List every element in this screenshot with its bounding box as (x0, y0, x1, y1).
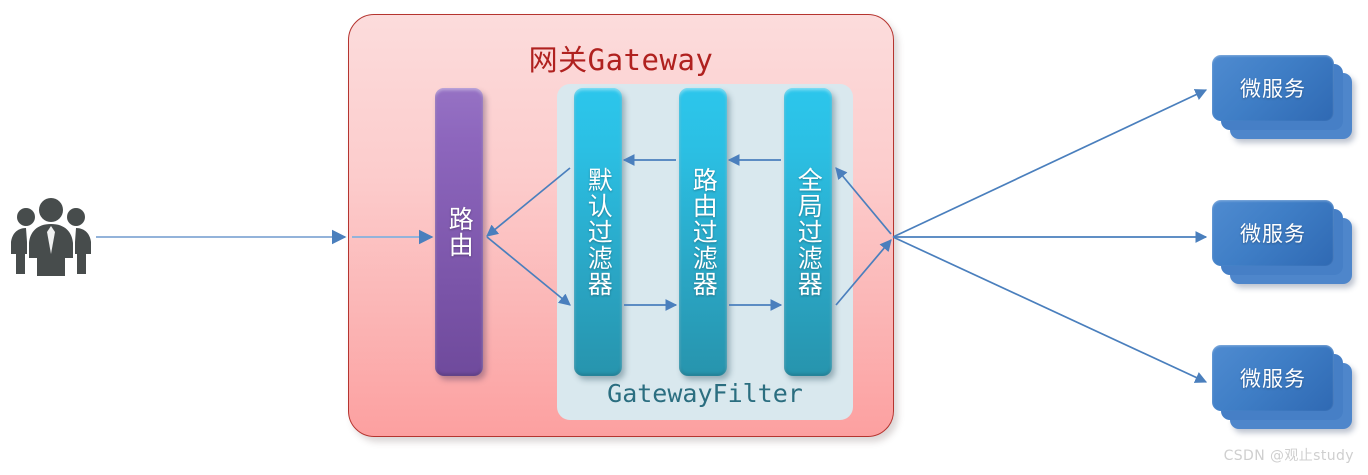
microservice-label: 微服务 (1240, 222, 1306, 246)
microservice-node-1[interactable]: 微服务 (1212, 55, 1352, 139)
global-filter-node[interactable]: 全局过滤器 (784, 88, 832, 376)
gatewayfilter-label: GatewayFilter (607, 379, 803, 408)
microservice-label: 微服务 (1240, 77, 1306, 101)
route-node-label: 路由 (445, 206, 475, 258)
route-filter-label: 路由过滤器 (689, 167, 719, 297)
global-filter-label: 全局过滤器 (794, 167, 824, 297)
watermark-text: CSDN @观止study (1223, 448, 1354, 464)
default-filter-label: 默认过滤器 (584, 167, 614, 297)
arrow-hub-to-microservice-1 (892, 89, 1208, 238)
users-group-icon (8, 192, 94, 278)
default-filter-node[interactable]: 默认过滤器 (574, 88, 622, 376)
card-stack-layer-front: 微服务 (1212, 55, 1334, 121)
card-stack-layer-front: 微服务 (1212, 345, 1334, 411)
microservice-label: 微服务 (1240, 367, 1306, 391)
route-node[interactable]: 路由 (435, 88, 483, 376)
microservice-node-2[interactable]: 微服务 (1212, 200, 1352, 284)
route-filter-node[interactable]: 路由过滤器 (679, 88, 727, 376)
gateway-title: 网关Gateway (528, 43, 714, 77)
arrow-hub-to-microservice-3 (892, 236, 1208, 383)
card-stack-layer-front: 微服务 (1212, 200, 1334, 266)
microservice-node-3[interactable]: 微服务 (1212, 345, 1352, 429)
